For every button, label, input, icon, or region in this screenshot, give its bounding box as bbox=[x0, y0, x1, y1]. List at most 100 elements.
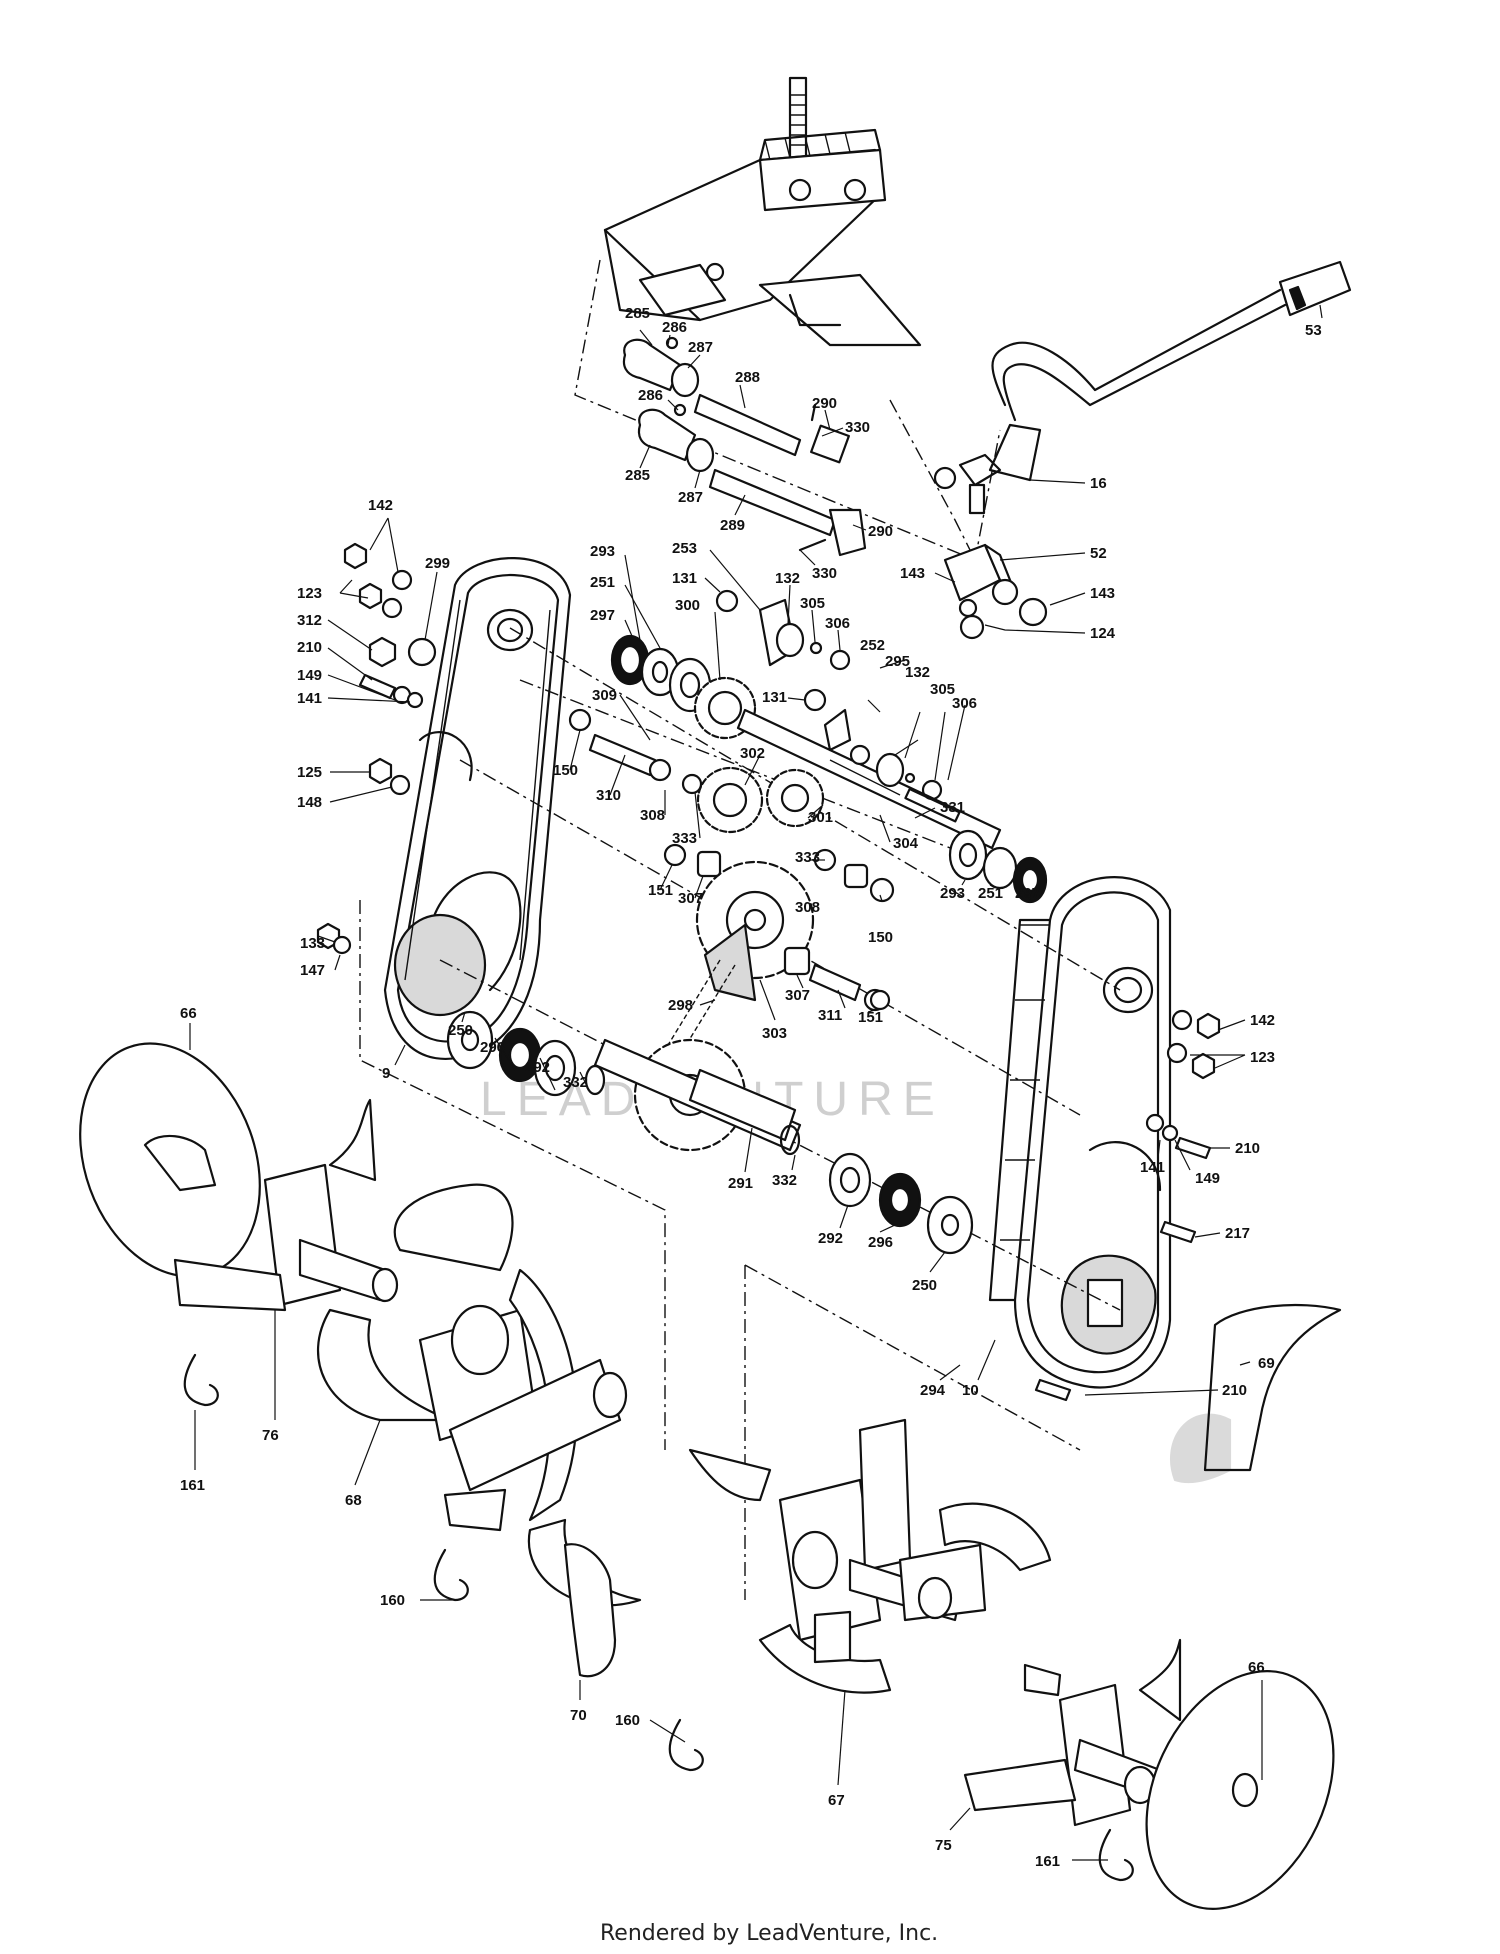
label-160: 160 bbox=[615, 1712, 640, 1729]
leader-lines bbox=[189, 304, 1323, 1861]
label-253: 253 bbox=[672, 540, 697, 557]
label-149: 149 bbox=[1195, 1170, 1220, 1187]
label-125: 125 bbox=[297, 764, 322, 781]
label-302: 302 bbox=[740, 745, 765, 762]
label-141: 141 bbox=[297, 690, 322, 707]
lever-knob bbox=[1278, 260, 1352, 317]
adjuster-block bbox=[943, 543, 1048, 640]
label-210: 210 bbox=[1235, 1140, 1260, 1157]
label-299: 299 bbox=[425, 555, 450, 572]
label-330: 330 bbox=[845, 419, 870, 436]
label-312: 312 bbox=[297, 612, 322, 629]
label-297: 297 bbox=[590, 607, 615, 624]
gear-train bbox=[439, 627, 1121, 1311]
label-304: 304 bbox=[893, 835, 919, 852]
label-292: 292 bbox=[525, 1059, 550, 1076]
mounting-plate bbox=[758, 273, 922, 347]
label-149: 149 bbox=[297, 667, 322, 684]
label-66: 66 bbox=[1248, 1659, 1265, 1676]
fasteners bbox=[316, 542, 1221, 1402]
label-123: 123 bbox=[297, 585, 322, 602]
label-294: 294 bbox=[920, 1382, 946, 1399]
label-66: 66 bbox=[180, 1005, 197, 1022]
label-330: 330 bbox=[812, 565, 837, 582]
tine-assemblies bbox=[79, 900, 1342, 1910]
label-303: 303 bbox=[762, 1025, 787, 1042]
label-250: 250 bbox=[912, 1277, 937, 1294]
label-292: 292 bbox=[818, 1230, 843, 1247]
label-285: 285 bbox=[625, 467, 650, 484]
label-151: 151 bbox=[648, 882, 673, 899]
label-296: 296 bbox=[868, 1234, 893, 1251]
right-chaincase bbox=[988, 876, 1172, 1389]
label-131: 131 bbox=[762, 689, 787, 706]
label-308: 308 bbox=[795, 899, 820, 916]
label-143: 143 bbox=[900, 565, 925, 582]
label-210: 210 bbox=[1222, 1382, 1247, 1399]
label-300: 300 bbox=[675, 597, 700, 614]
label-332: 332 bbox=[563, 1074, 588, 1091]
label-133: 133 bbox=[300, 935, 325, 952]
threaded-stud bbox=[788, 76, 808, 166]
label-76: 76 bbox=[262, 1427, 279, 1444]
label-252: 252 bbox=[860, 637, 885, 654]
label-293: 293 bbox=[940, 885, 965, 902]
label-75: 75 bbox=[935, 1837, 952, 1854]
label-301: 301 bbox=[808, 809, 833, 826]
depth-lever bbox=[933, 260, 1352, 515]
label-306: 306 bbox=[952, 695, 977, 712]
label-286: 286 bbox=[662, 319, 687, 336]
label-295: 295 bbox=[885, 653, 910, 670]
label-143: 143 bbox=[1090, 585, 1115, 602]
label-160: 160 bbox=[380, 1592, 405, 1609]
label-52: 52 bbox=[1090, 545, 1107, 562]
label-308: 308 bbox=[640, 807, 665, 824]
label-298: 298 bbox=[668, 997, 693, 1014]
left-chaincase bbox=[383, 557, 572, 1060]
label-332: 332 bbox=[772, 1172, 797, 1189]
label-291: 291 bbox=[728, 1175, 753, 1192]
label-306: 306 bbox=[825, 615, 850, 632]
label-132: 132 bbox=[905, 664, 930, 681]
label-296: 296 bbox=[480, 1039, 505, 1056]
label-305: 305 bbox=[930, 681, 955, 698]
label-132: 132 bbox=[775, 570, 800, 587]
label-147: 147 bbox=[300, 962, 325, 979]
label-310: 310 bbox=[596, 787, 621, 804]
label-285: 285 bbox=[625, 305, 650, 322]
label-161: 161 bbox=[1035, 1853, 1060, 1870]
frame-bracket bbox=[603, 76, 922, 347]
label-297: 297 bbox=[1015, 885, 1040, 902]
label-293: 293 bbox=[590, 543, 615, 560]
label-305: 305 bbox=[800, 595, 825, 612]
label-286: 286 bbox=[638, 387, 663, 404]
footer-credit: Rendered by LeadVenture, Inc. bbox=[600, 1921, 938, 1946]
label-67: 67 bbox=[828, 1792, 845, 1809]
label-123: 123 bbox=[1250, 1049, 1275, 1066]
label-142: 142 bbox=[368, 497, 393, 514]
label-210: 210 bbox=[297, 639, 322, 656]
label-161: 161 bbox=[180, 1477, 205, 1494]
label-142: 142 bbox=[1250, 1012, 1275, 1029]
label-290: 290 bbox=[868, 523, 893, 540]
label-150: 150 bbox=[868, 929, 893, 946]
label-251: 251 bbox=[590, 574, 615, 591]
part-labels: 285 286 287 288 290 330 286 285 287 289 … bbox=[180, 305, 1322, 1870]
label-309: 309 bbox=[592, 687, 617, 704]
label-16: 16 bbox=[1090, 475, 1107, 492]
label-290: 290 bbox=[812, 395, 837, 412]
label-148: 148 bbox=[297, 794, 322, 811]
label-289: 289 bbox=[720, 517, 745, 534]
label-333: 333 bbox=[795, 849, 820, 866]
label-287: 287 bbox=[688, 339, 713, 356]
label-287: 287 bbox=[678, 489, 703, 506]
label-124: 124 bbox=[1090, 625, 1116, 642]
label-217: 217 bbox=[1225, 1225, 1250, 1242]
label-131: 131 bbox=[672, 570, 697, 587]
depth-shaft-assembly bbox=[574, 259, 1001, 561]
label-70: 70 bbox=[570, 1707, 587, 1724]
label-150: 150 bbox=[553, 762, 578, 779]
label-10: 10 bbox=[962, 1382, 979, 1399]
label-151: 151 bbox=[858, 1009, 883, 1026]
